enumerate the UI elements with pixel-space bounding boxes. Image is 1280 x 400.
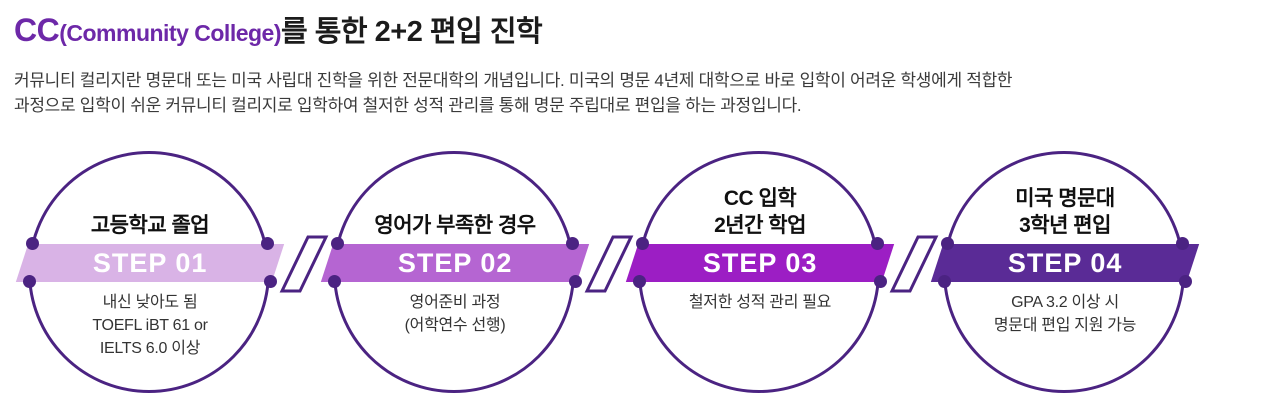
junction-dot [636,237,649,250]
step-1-title: 고등학교 졸업 [90,214,210,237]
step-1-description: 내신 낮아도 됨 TOEFL iBT 61 or IELTS 6.0 이상 [92,294,208,357]
step-4-label: STEP 04 [1007,247,1123,278]
step-3-label: STEP 03 [702,247,818,278]
step-4-description: GPA 3.2 이상 시 명문대 편입 지원 가능 [993,294,1137,334]
junction-dot [566,237,579,250]
junction-dot [23,275,36,288]
junction-dot [938,275,951,288]
ribbon-connector-icon [889,235,939,293]
step-3: CC 입학 2년간 학업 STEP 03 철저한 성적 관리 필요 [625,145,895,400]
junction-dot [26,237,39,250]
page-title: CC(Community College)를 통한 2+2 편입 진학 [14,8,543,50]
step-1-label: STEP 01 [92,247,208,278]
junction-dot [1176,237,1189,250]
intro-paragraph: 커뮤니티 컬리지란 명문대 또는 미국 사립대 진학을 위한 전문대학의 개념입… [14,71,1013,115]
step-3-description: 철저한 성적 관리 필요 [688,294,832,311]
step-3-title: CC 입학 2년간 학업 [714,187,806,237]
junction-dot [633,275,646,288]
header: CC(Community College)를 통한 2+2 편입 진학 [14,8,543,50]
junction-dot [328,275,341,288]
title-rest: 를 통한 2+2 편입 진학 [281,16,543,48]
ribbon-connector-icon [279,235,329,293]
step-1: 고등학교 졸업 STEP 01 내신 낮아도 됨 TOEFL iBT 61 or… [15,145,285,400]
step-4-title: 미국 명문대 3학년 편입 [1015,187,1115,237]
steps-diagram: 고등학교 졸업 STEP 01 내신 낮아도 됨 TOEFL iBT 61 or… [0,145,1280,400]
junction-dot [941,237,954,250]
step-4: 미국 명문대 3학년 편입 STEP 04 GPA 3.2 이상 시 명문대 편… [930,145,1200,400]
junction-dot [569,275,582,288]
step-1-band: STEP 01 [15,244,285,282]
step-2-title: 영어가 부족한 경우 [374,214,536,237]
junction-dot [331,237,344,250]
title-paren: (Community College) [59,20,281,46]
step-4-band: STEP 04 [930,244,1200,282]
junction-dot [261,237,274,250]
step-2: 영어가 부족한 경우 STEP 02 영어준비 과정 (어학연수 선행) [320,145,590,400]
junction-dot [1179,275,1192,288]
junction-dot [264,275,277,288]
step-2-description: 영어준비 과정 (어학연수 선행) [404,294,506,334]
step-2-label: STEP 02 [397,247,513,278]
junction-dot [871,237,884,250]
title-cc: CC [14,12,60,48]
ribbon-connector-icon [584,235,634,293]
junction-dot [874,275,887,288]
step-2-band: STEP 02 [320,244,590,282]
step-3-band: STEP 03 [625,244,895,282]
